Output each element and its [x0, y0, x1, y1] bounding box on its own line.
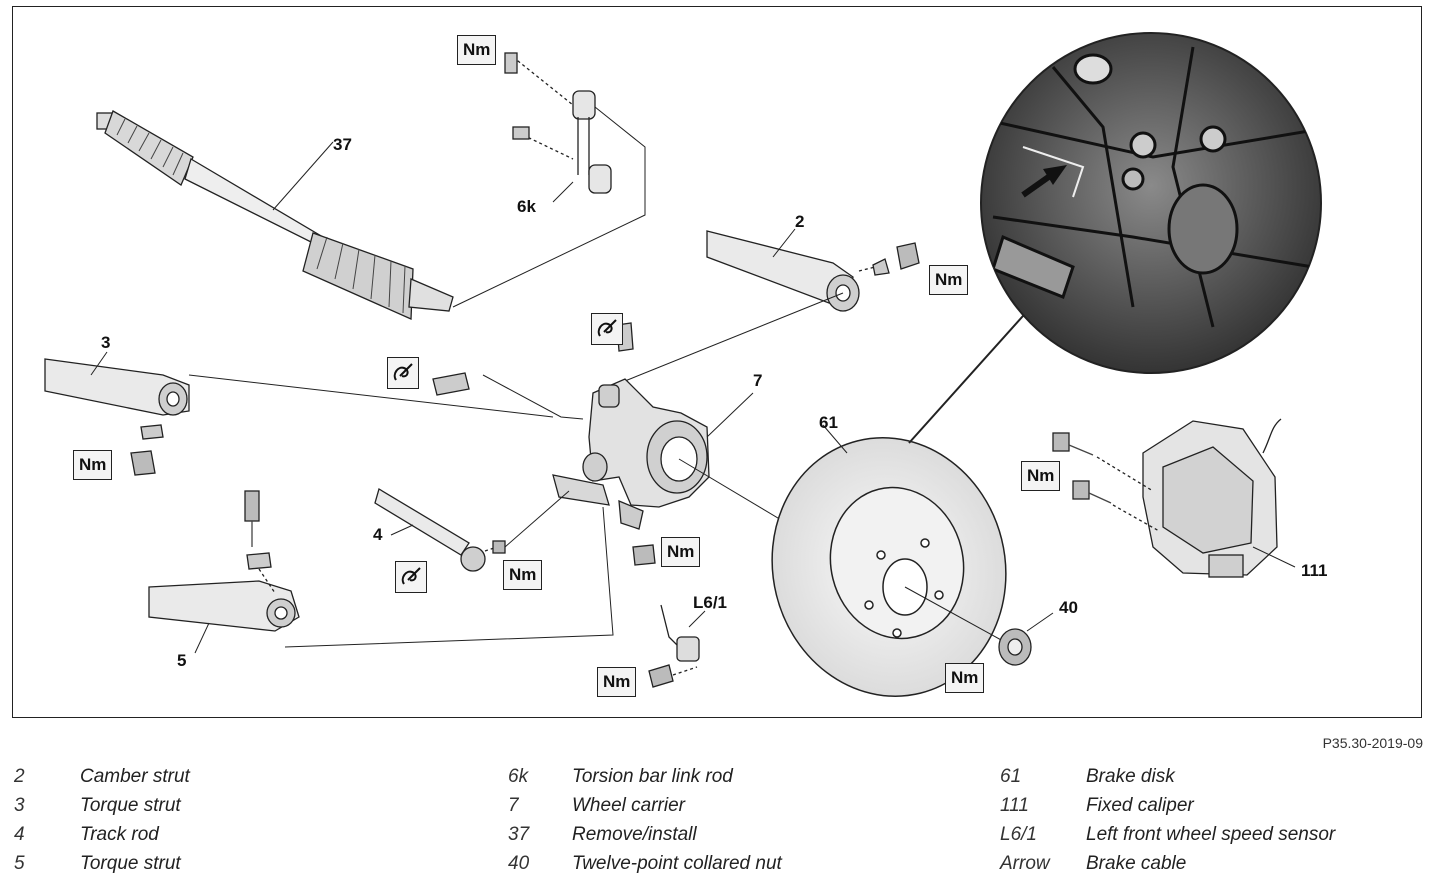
torque-strut-upper: [44, 351, 554, 476]
legend-number: 7: [508, 794, 519, 816]
legend-text: Fixed caliper: [1086, 794, 1194, 816]
legend-number: L6/1: [1000, 823, 1037, 845]
torque-icon: Nm: [597, 667, 637, 697]
legend-row: 3 Torque strut: [14, 791, 190, 820]
legend-row: 61 Brake disk: [1000, 762, 1335, 791]
legend-text: Torque strut: [80, 852, 181, 874]
self-locking-bolt-icon: [591, 313, 623, 345]
legend-number: Arrow: [1000, 852, 1050, 874]
callout-2: 2: [795, 212, 805, 231]
legend-text: Track rod: [80, 823, 159, 845]
legend-text: Remove/install: [572, 823, 697, 845]
legend-text: Torque strut: [80, 794, 181, 816]
callout-4: 4: [373, 525, 383, 544]
callout-7: 7: [753, 371, 763, 390]
legend-column-2: 6k Torsion bar link rod 7 Wheel carrier 37…: [508, 762, 782, 878]
torque-icon: Nm: [73, 450, 113, 480]
legend-number: 111: [1000, 794, 1029, 816]
legend-text: Camber strut: [80, 765, 190, 787]
callout-l6-1: L6/1: [693, 593, 728, 612]
legend-row: L6/1 Left front wheel speed sensor: [1000, 820, 1335, 849]
legend-row: 6k Torsion bar link rod: [508, 762, 782, 791]
legend-text: Twelve-point collared nut: [572, 852, 782, 874]
detail-photo-inset: [908, 32, 1322, 444]
torsion-bar-link-rod: [452, 52, 646, 308]
callout-3: 3: [101, 333, 111, 352]
legend-number: 6k: [508, 765, 529, 787]
drive-shaft: [96, 110, 454, 320]
wheel-speed-sensor: [648, 604, 706, 688]
self-locking-bolt-icon: [387, 357, 419, 389]
legend-number: 5: [14, 852, 25, 874]
collared-nut: [998, 612, 1054, 666]
callout-40: 40: [1059, 598, 1078, 617]
legend-row: 4 Track rod: [14, 820, 190, 849]
torque-icon: Nm: [929, 265, 969, 295]
torque-icon: Nm: [457, 35, 497, 65]
legend-text: Torsion bar link rod: [572, 765, 733, 787]
legend-column-3: 61 Brake disk 111 Fixed caliper L6/1 Left f…: [1000, 762, 1335, 878]
legend-text: Wheel carrier: [572, 794, 685, 816]
torque-icon: Nm: [1021, 461, 1061, 491]
torque-icon: Nm: [503, 560, 543, 590]
legend-row: 2 Camber strut: [14, 762, 190, 791]
legend-number: 40: [508, 852, 530, 874]
legend-number: 61: [1000, 765, 1022, 787]
callout-111: 111: [1301, 561, 1328, 580]
legend-row: 40 Twelve-point collared nut: [508, 849, 782, 878]
legend-number: 3: [14, 794, 25, 816]
arrow-head-icon: [1043, 165, 1067, 185]
track-rod: [374, 488, 570, 572]
callout-37: 37: [333, 135, 352, 154]
legend-row: 111 Fixed caliper: [1000, 791, 1335, 820]
legend-number: 4: [14, 823, 25, 845]
self-locking-bolt-icon: [395, 561, 427, 593]
callout-61: 61: [819, 413, 838, 432]
torque-icon: Nm: [945, 663, 985, 693]
legend-row: 5 Torque strut: [14, 849, 190, 878]
legend-row: 37 Remove/install: [508, 820, 782, 849]
legend-number: 37: [508, 823, 530, 845]
camber-strut: [624, 228, 920, 382]
figure-id: P35.30-2019-09: [1322, 735, 1423, 751]
brake-disk: [771, 424, 1007, 697]
diagram-drawing: [44, 32, 1322, 697]
exploded-view-diagram: Nm Nm Nm Nm Nm Nm Nm Nm 37 6k 2 3 7 61 4…: [12, 6, 1422, 718]
legend-row: Arrow Brake cable: [1000, 849, 1335, 878]
fixed-caliper: [1052, 418, 1296, 578]
callout-5: 5: [177, 651, 187, 670]
torque-icon: Nm: [661, 537, 701, 567]
callout-6k: 6k: [517, 197, 536, 216]
wheel-carrier: [432, 322, 794, 566]
legend-text: Brake cable: [1086, 852, 1187, 874]
legend-text: Left front wheel speed sensor: [1086, 823, 1336, 845]
torque-strut-lower: [148, 490, 614, 654]
legend-number: 2: [14, 765, 25, 787]
legend-text: Brake disk: [1086, 765, 1175, 787]
legend-row: 7 Wheel carrier: [508, 791, 782, 820]
